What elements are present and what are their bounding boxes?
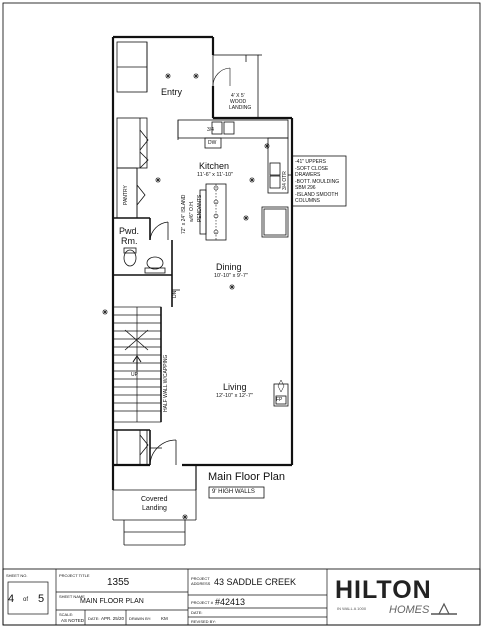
company-tagline: IN WALL A 1000 — [337, 606, 367, 611]
project-number-label: PROJECT # — [191, 600, 213, 605]
ceiling-lights — [102, 73, 270, 520]
landing-dim: 4' X 5' — [231, 93, 245, 99]
notes-box — [291, 155, 347, 207]
logo-mark-icon — [431, 602, 457, 615]
wood-landing — [212, 54, 262, 119]
fireplace-label: FP — [276, 397, 283, 403]
note-line: COLUMNS — [295, 198, 321, 204]
date-value: APR. 25/20 — [101, 616, 125, 621]
address-label: PROJECT ADDRESS — [191, 576, 211, 586]
sheet-name: MAIN FLOOR PLAN — [80, 598, 144, 605]
scale-label: SCALE: — [59, 612, 74, 617]
note-line: -41" UPPERS — [295, 159, 326, 165]
pendants-label: PENDANTS — [197, 194, 203, 222]
powder-room-label: Pwd. — [119, 226, 140, 236]
wall-height-box — [208, 486, 265, 499]
stair-up-label: UP — [131, 372, 138, 378]
landing-label: WOOD — [230, 99, 247, 105]
note-line: -BOTT. MOULDING — [295, 178, 340, 185]
notes-list: -41" UPPERS -SOFT CLOSE DRAWERS -BOTT. M… — [295, 159, 339, 205]
dining-label: Dining — [216, 262, 242, 272]
company-name: HILTON — [335, 576, 432, 604]
sheet-no-label: SHEET NO. — [6, 573, 28, 578]
dining-dim: 10'-10" x 9'-7" — [214, 273, 248, 279]
staircase — [112, 290, 173, 423]
island-label: 72" x 24" ISLAND — [181, 194, 187, 234]
project-number: #42413 — [215, 597, 246, 607]
half-wall-label: HALF WALL W/CAPPING — [163, 354, 169, 412]
covered-landing — [111, 465, 197, 546]
sheet-of: of — [23, 597, 29, 603]
covered-landing-label: Covered — [141, 496, 168, 503]
entry-label: Entry — [161, 87, 183, 97]
kitchen-counter — [177, 119, 289, 238]
scale-value: AS NOTED — [61, 618, 85, 623]
living-dim: 12'-10" x 12'-7" — [216, 393, 253, 399]
project-title-label: PROJECT TITLE — [59, 573, 90, 578]
otr-label: 3/4 OTR — [282, 171, 288, 190]
covered-landing-label-2: Landing — [142, 505, 167, 512]
note-line: -ISLAND SMOOTH — [295, 191, 339, 198]
left-cabinets — [113, 117, 150, 219]
note-line: -SOFT CLOSE — [295, 165, 329, 172]
kitchen-island — [199, 183, 227, 241]
plan-title: Main Floor Plan — [208, 471, 286, 483]
wall-height-note: 9' HIGH WALLS — [212, 489, 255, 495]
pendant-lights — [213, 184, 219, 240]
drawn-by-value: KM — [161, 616, 168, 621]
lower-closet — [113, 429, 177, 466]
address: 43 SADDLE CREEK — [214, 577, 297, 587]
stair-down-label: DN — [172, 290, 178, 298]
title-block-grid — [55, 569, 328, 625]
sheet-no: 4 — [8, 593, 15, 605]
island-overhang-label: w/6" O.H. — [189, 200, 195, 222]
pantry-label: PANTRY — [123, 185, 129, 205]
company-sub: HOMES — [389, 604, 430, 616]
powder-room — [113, 218, 173, 290]
exterior-walls — [111, 35, 294, 467]
landing-label-2: LANDING — [229, 105, 252, 111]
dishwasher-label: DW — [208, 140, 217, 146]
kitchen-dim: 11'-6" x 11'-10" — [197, 172, 234, 178]
entry-closet — [116, 41, 148, 93]
kitchen-label: Kitchen — [199, 161, 230, 171]
sink-label: 3/4 — [207, 127, 214, 133]
note-line: SBM 296 — [295, 185, 316, 191]
company-logo: HILTON IN WALL A 1000 HOMES — [333, 574, 475, 620]
drawn-by-label: DRAWN BY: — [129, 616, 152, 621]
date-label: DATE: — [88, 616, 100, 621]
fireplace — [273, 379, 289, 407]
sheet-count-box — [7, 581, 49, 615]
powder-room-label-2: Rm. — [121, 236, 138, 246]
date2-label: DATE: — [191, 610, 203, 615]
sheet-total: 5 — [38, 593, 45, 605]
revised-by-label: REVISED BY: — [191, 619, 216, 624]
living-label: Living — [223, 382, 247, 392]
sheet-name-label: SHEET NAME — [59, 594, 85, 599]
project-title: 1355 — [107, 577, 130, 588]
note-line: DRAWERS — [295, 172, 321, 178]
